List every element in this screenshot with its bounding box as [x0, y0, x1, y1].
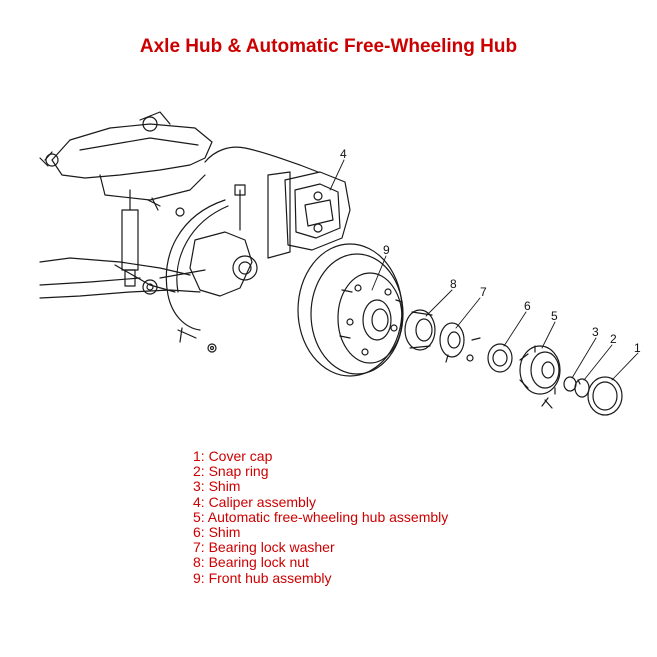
- bearing-lock-washer: [439, 322, 481, 363]
- lower-control-arm: [39, 257, 206, 299]
- callout-numbers: 1 2 3 4 5 6 7 8 9: [340, 147, 641, 355]
- diagram-title: Axle Hub & Automatic Free-Wheeling Hub: [139, 36, 518, 57]
- dust-shield: [165, 199, 226, 331]
- legend-item: 9: Front hub assembly: [193, 569, 332, 586]
- steering-knuckle: [189, 184, 258, 297]
- callout-leaders: [329, 159, 639, 381]
- free-wheeling-hub: [519, 345, 561, 409]
- callout-number: 9: [383, 243, 390, 257]
- legend-item: 7: Bearing lock washer: [193, 539, 335, 556]
- callout-number: 7: [480, 285, 487, 299]
- callout-number: 6: [524, 299, 531, 313]
- legend-item: 6: Shim: [193, 524, 241, 541]
- upper-control-arm: [45, 111, 213, 201]
- legend-item: 4: Caliper assembly: [193, 493, 316, 510]
- snap-ring: [574, 378, 590, 398]
- caliper-assembly: [284, 171, 351, 251]
- shim-6: [487, 343, 513, 373]
- parts-legend: 1: Cover cap 2: Snap ring 3: Shim 4: Cal…: [193, 448, 449, 586]
- callout-number: 2: [610, 332, 617, 346]
- legend-item: 2: Snap ring: [193, 463, 269, 480]
- legend-item: 1: Cover cap: [193, 448, 273, 464]
- legend-item: 3: Shim: [193, 478, 241, 495]
- callout-number: 1: [634, 341, 641, 355]
- callout-number: 5: [551, 309, 558, 323]
- shim-3: [563, 376, 577, 392]
- front-hub-rotor: [297, 243, 404, 377]
- caliper-bracket: [267, 171, 291, 259]
- callout-number: 8: [450, 277, 457, 291]
- legend-item: 8: Bearing lock nut: [193, 554, 309, 571]
- callout-number: 4: [340, 147, 347, 161]
- mounting-bolts: [39, 151, 217, 353]
- shock-absorber: [121, 189, 139, 287]
- legend-item: 5: Automatic free-wheeling hub assembly: [193, 508, 449, 525]
- cover-cap: [587, 376, 623, 416]
- bearing-lock-nut: [404, 309, 436, 351]
- brake-hose: [204, 146, 319, 173]
- callout-number: 3: [592, 325, 599, 339]
